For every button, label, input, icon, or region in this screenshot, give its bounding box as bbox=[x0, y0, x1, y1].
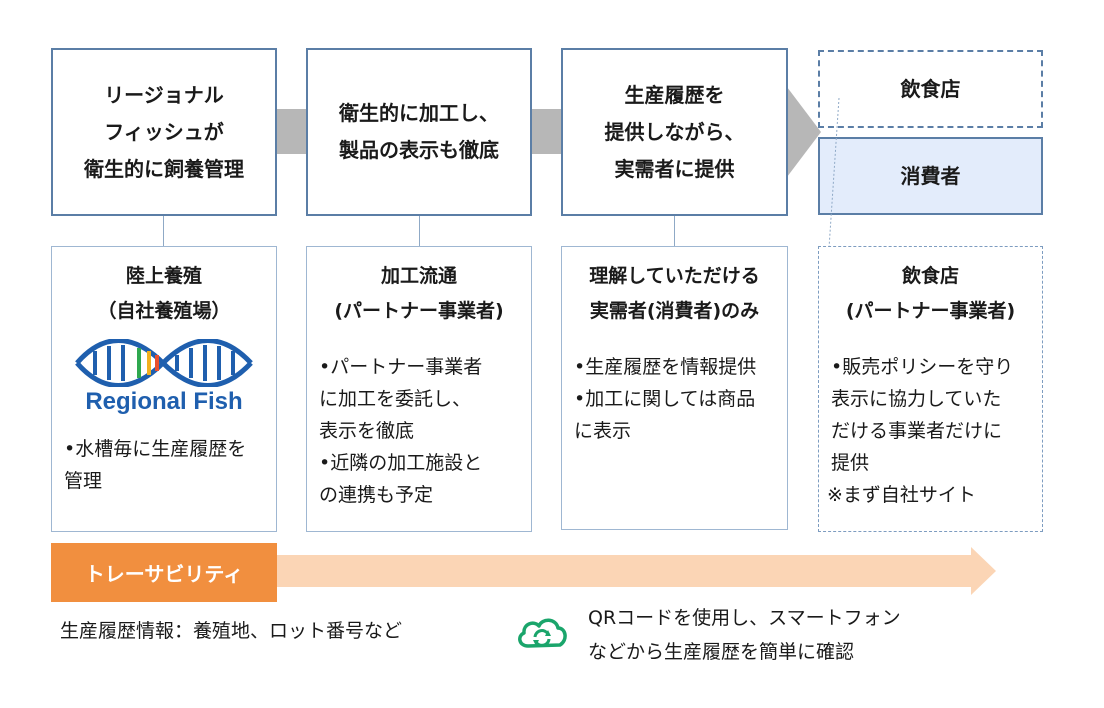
flow-box-farming-line-3: 衛生的に飼養管理 bbox=[84, 156, 244, 181]
flow-box-processing-line-1: 衛生的に加工し、 bbox=[339, 101, 499, 125]
card-farming-title-2: （自社養殖場） bbox=[97, 300, 231, 322]
card-restaurant-title-1: 飲食店 bbox=[901, 265, 959, 287]
traceability-label: トレーサビリティ bbox=[51, 543, 277, 602]
card-processing-bullet-2: に加工を委託し、 bbox=[319, 388, 472, 410]
connector-line-4 bbox=[828, 98, 840, 248]
card-supply-bullet-3: に表示 bbox=[574, 420, 632, 442]
card-farming-bullet-2: 管理 bbox=[64, 470, 103, 492]
card-supply-bullet-2: •加工に関しては商品 bbox=[574, 388, 756, 410]
flow-box-processing-line-2: 製品の表示も徹底 bbox=[339, 138, 499, 162]
connector-line-1 bbox=[163, 216, 164, 246]
card-processing-bullet-3: 表示を徹底 bbox=[319, 420, 415, 442]
card-farming-title-1: 陸上養殖 bbox=[125, 265, 202, 287]
card-supply-title-2: 実需者(消費者)のみ bbox=[589, 300, 760, 322]
flow-box-consumer: 消費者 bbox=[818, 137, 1043, 215]
card-restaurant-bullet-3: だける事業者だけに bbox=[831, 420, 1003, 442]
regional-fish-logo-text: Regional Fish bbox=[85, 388, 243, 415]
card-farming: 陸上養殖 （自社養殖場） Regional Fish •水槽毎に生産履歴を 管理 bbox=[51, 246, 277, 532]
card-processing-bullet-4: •近隣の加工施設と bbox=[319, 452, 483, 474]
dna-fish-icon bbox=[75, 339, 253, 387]
card-farming-bullet-1: •水槽毎に生産履歴を bbox=[64, 438, 247, 460]
flow-connector-1 bbox=[276, 109, 307, 154]
flow-box-processing: 衛生的に加工し、 製品の表示も徹底 bbox=[306, 48, 532, 216]
flow-box-supply-line-2: 提供しながら、 bbox=[604, 119, 745, 144]
cloud-sync-icon bbox=[518, 618, 567, 648]
card-processing-bullet-5: の連携も予定 bbox=[319, 484, 434, 506]
flow-box-supply: 生産履歴を 提供しながら、 実需者に提供 bbox=[561, 48, 788, 216]
card-restaurant-bullet-4: 提供 bbox=[831, 452, 870, 474]
card-processing-bullet-1: •パートナー事業者 bbox=[319, 356, 483, 378]
qr-description-line-2: などから生産履歴を簡単に確認 bbox=[588, 641, 855, 663]
traceability-arrow bbox=[276, 547, 996, 595]
card-supply-title-1: 理解していただける bbox=[589, 265, 760, 287]
flow-box-supply-line-3: 実需者に提供 bbox=[614, 156, 735, 181]
flow-box-farming: リージョナル フィッシュが 衛生的に飼養管理 bbox=[51, 48, 277, 216]
card-processing-title-2: (パートナー事業者) bbox=[334, 300, 504, 322]
card-restaurant-bullet-1: •販売ポリシーを守り bbox=[831, 356, 1014, 378]
qr-description-line-1: QRコードを使用し、スマートフォン bbox=[588, 607, 901, 629]
card-restaurant-bullet-2: 表示に協力していた bbox=[831, 388, 1002, 410]
flow-box-supply-line-1: 生産履歴を bbox=[624, 82, 725, 107]
card-supply-bullet-1: •生産履歴を情報提供 bbox=[574, 356, 757, 378]
regional-fish-logo: Regional Fish bbox=[52, 339, 276, 417]
flow-box-restaurant: 飲食店 bbox=[818, 50, 1043, 128]
card-restaurant-title-2: (パートナー事業者) bbox=[845, 300, 1016, 322]
flow-box-farming-line-1: リージョナル bbox=[104, 82, 224, 107]
card-restaurant-note: ※まず自社サイト bbox=[827, 484, 976, 506]
flow-connector-2 bbox=[531, 109, 562, 154]
qr-description: QRコードを使用し、スマートフォン などから生産履歴を簡単に確認 bbox=[588, 601, 1008, 669]
connector-line-2 bbox=[419, 216, 420, 246]
flow-arrow-head bbox=[787, 87, 821, 177]
flow-box-consumer-label: 消費者 bbox=[900, 163, 961, 188]
production-history-info: 生産履歴情報：養殖地、ロット番号など bbox=[60, 620, 403, 642]
connector-line-3 bbox=[674, 216, 675, 246]
flow-box-farming-line-2: フィッシュが bbox=[104, 119, 224, 144]
flow-box-restaurant-label: 飲食店 bbox=[900, 76, 961, 101]
card-restaurant: 飲食店 (パートナー事業者) •販売ポリシーを守り 表示に協力していた だける事… bbox=[818, 246, 1043, 532]
card-processing-title-1: 加工流通 bbox=[380, 265, 457, 287]
card-processing: 加工流通 (パートナー事業者) •パートナー事業者 に加工を委託し、 表示を徹底… bbox=[306, 246, 532, 532]
card-supply: 理解していただける 実需者(消費者)のみ •生産履歴を情報提供 •加工に関しては… bbox=[561, 246, 788, 530]
